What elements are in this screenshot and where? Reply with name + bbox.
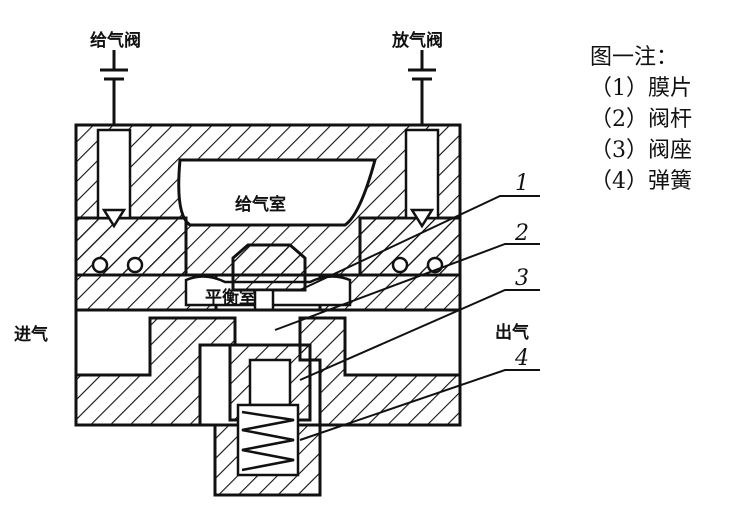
- supply-chamber-label: 给气室: [235, 194, 286, 215]
- callout-leaders: [274, 195, 540, 441]
- legend-item-spring: （4）弹簧: [590, 169, 692, 194]
- legend-title: 图一注：: [590, 45, 679, 70]
- valve-seat-core: [248, 358, 292, 407]
- left-valve-seat: [101, 208, 127, 229]
- left-seal-ring-2: [126, 256, 144, 274]
- callout-2: 2: [514, 221, 529, 246]
- callout-1: 1: [515, 171, 529, 196]
- right-seal-ring-1: [391, 256, 409, 274]
- legend-item-diaphragm: （1）膜片: [590, 76, 692, 101]
- supply-valve-symbol: [100, 50, 128, 125]
- upper-right-block: [358, 216, 462, 277]
- legend: 图一注： （1）膜片 （2）阀杆 （3）阀座 （4）弹簧: [590, 42, 692, 197]
- callout-4: 4: [514, 346, 529, 371]
- right-valve-seat: [409, 208, 435, 229]
- left-seal-ring-1: [91, 256, 109, 274]
- balance-chamber-label-left: 平衡室: [205, 287, 256, 308]
- diaphragm-piston: [231, 243, 307, 292]
- legend-item-valve-stem: （2）阀杆: [590, 107, 692, 132]
- supply-valve-label: 给气阀: [90, 30, 141, 51]
- inlet-label: 进气: [14, 324, 48, 345]
- exhaust-valve-symbol: [408, 50, 436, 125]
- callout-3: 3: [515, 266, 529, 291]
- left-passage: [96, 128, 132, 220]
- legend-item-valve-seat: （3）阀座: [590, 138, 692, 163]
- right-passage: [404, 128, 440, 220]
- outlet-label: 出气: [495, 322, 529, 343]
- exhaust-valve-label: 放气阀: [391, 30, 443, 51]
- spring: [241, 410, 295, 472]
